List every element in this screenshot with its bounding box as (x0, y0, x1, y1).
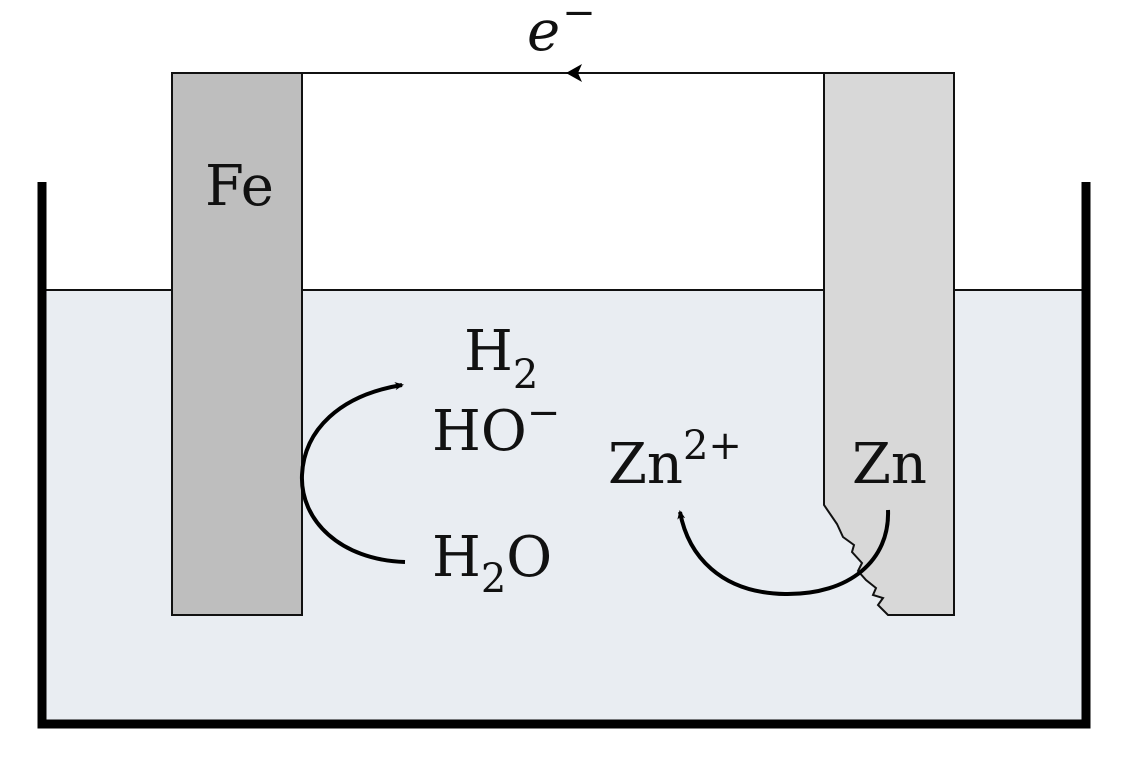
zn-electrode (823, 72, 955, 616)
zinc-oxidation-arrow (677, 509, 891, 597)
fe-electrode (171, 72, 303, 616)
zinc-ion-base: Zn (608, 432, 683, 497)
hydroxide-superscript: − (527, 390, 561, 436)
hydroxide-label: HO− (432, 390, 560, 464)
water-label: H2O (432, 525, 552, 602)
zinc-ion-label: Zn2+ (608, 423, 742, 497)
water-reduction-arrow (299, 382, 406, 564)
water-subscript: 2 (481, 556, 506, 602)
electron-base: e (527, 0, 560, 64)
hydrogen-base: H (464, 319, 513, 384)
hydrogen-label: H2 (464, 319, 538, 398)
electron-label: e− (527, 0, 596, 64)
hydrogen-subscript: 2 (513, 352, 538, 398)
hydroxide-base: HO (432, 399, 527, 464)
electron-superscript: − (562, 0, 596, 36)
water-tail: O (506, 525, 552, 590)
water-base: H (432, 525, 481, 590)
fe-label: Fe (205, 154, 274, 219)
container (37, 182, 1091, 729)
zn-label: Zn (852, 432, 927, 497)
zinc-ion-superscript: 2+ (683, 423, 742, 469)
electron-flow-arrow (566, 64, 582, 82)
